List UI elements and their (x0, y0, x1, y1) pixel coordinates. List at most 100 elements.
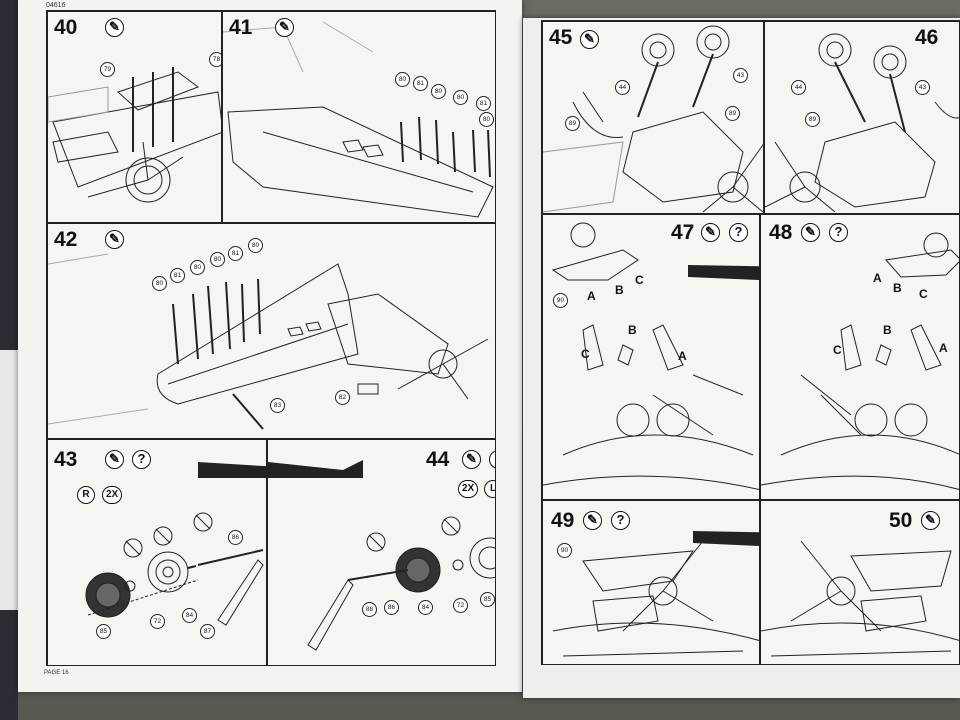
part-number: 44 (791, 80, 806, 95)
part-number: 78 (209, 52, 221, 67)
part-number: 83 (270, 398, 285, 413)
step-number: 42 (54, 228, 78, 251)
part-number: 86 (228, 530, 243, 545)
step-number: 40 (54, 16, 78, 39)
right-side-badge: R (77, 486, 95, 504)
part-number: 89 (805, 112, 820, 127)
step-50-panel: 50 ✎ (760, 500, 960, 665)
assembly-letter: C (919, 287, 928, 301)
step-46-drawing (765, 33, 959, 213)
part-number: 72 (453, 598, 468, 613)
step-40-panel: 40 ✎ 79 78 (47, 11, 222, 223)
step-42-drawing (48, 253, 489, 430)
glue-icon: ✎ (462, 450, 481, 469)
step-number: 50 (889, 509, 913, 532)
step-number: 47 (671, 221, 695, 244)
step-number: 49 (551, 509, 575, 532)
page-number: PAGE 16 (44, 670, 69, 676)
assembly-letter: C (635, 273, 644, 287)
glue-icon: ✎ (701, 223, 720, 242)
part-number: 80 (479, 112, 494, 127)
step-46-panel: 46 44 43 89 (764, 21, 960, 214)
glue-icon: ✎ (583, 511, 602, 530)
question-icon: ? (611, 511, 630, 530)
step-47-drawing (543, 222, 759, 491)
part-number: 80 (395, 72, 410, 87)
step-47-panel: 47 ✎ ? 90 A B C C B A (542, 214, 760, 500)
step-number: 43 (54, 448, 78, 471)
part-number: 72 (150, 614, 165, 629)
part-number: 80 (248, 238, 263, 253)
step-44-panel: 44 ✎ ? 2X L 88 86 84 72 85 (267, 439, 496, 666)
assembly-letter: C (833, 343, 842, 357)
assembly-letter: B (628, 323, 637, 337)
assembly-letter: A (587, 289, 596, 303)
part-number: 85 (480, 592, 495, 607)
part-number: 89 (725, 106, 740, 121)
step-40-drawing (48, 67, 221, 203)
glue-icon: ✎ (921, 511, 940, 530)
part-number: 82 (335, 390, 350, 405)
part-number: 85 (96, 624, 111, 639)
step-48-panel: 48 ✎ ? A B C C B A (760, 214, 960, 500)
left-side-badge: L (484, 480, 495, 498)
assembly-letter: B (893, 281, 902, 295)
glue-icon: ✎ (105, 450, 124, 469)
question-icon: ? (729, 223, 748, 242)
step-42-panel: 42 ✎ 80 81 80 80 81 80 82 83 (47, 223, 496, 439)
part-number: 44 (615, 80, 630, 95)
instruction-page-left: 04616 PAGE 16 40 ✎ 79 78 (18, 0, 522, 692)
step-43-drawing (85, 462, 266, 626)
part-number: 43 (733, 68, 748, 83)
part-number: 81 (476, 96, 491, 111)
assembly-letter: B (883, 323, 892, 337)
step-number: 45 (549, 26, 573, 49)
background-document (0, 350, 18, 610)
part-number: 89 (565, 116, 580, 131)
part-number: 88 (362, 602, 377, 617)
step-45-panel: 45 ✎ 44 43 89 89 (542, 21, 764, 214)
part-number: 84 (418, 600, 433, 615)
part-number: 87 (200, 624, 215, 639)
assembly-letter: C (581, 347, 590, 361)
step-50-drawing (761, 540, 959, 657)
quantity-badge: 2X (458, 480, 479, 498)
step-49-panel: 49 ✎ ? 90 (542, 500, 760, 665)
assembly-letter: A (939, 341, 948, 355)
step-41-panel: 41 ✎ 80 81 80 80 81 80 (222, 11, 496, 223)
glue-icon: ✎ (105, 230, 124, 249)
step-number: 44 (426, 448, 450, 471)
part-number: 86 (384, 600, 399, 615)
step-number: 41 (229, 16, 253, 39)
assembly-letter: A (873, 271, 882, 285)
question-icon: ? (132, 450, 151, 469)
step-44-drawing (268, 460, 495, 651)
part-number: 80 (431, 84, 446, 99)
part-number: 43 (915, 80, 930, 95)
question-icon: ? (829, 223, 848, 242)
kit-code: 04616 (46, 2, 66, 9)
part-number: 79 (100, 62, 115, 77)
glue-icon: ✎ (105, 18, 124, 37)
step-number: 48 (769, 221, 793, 244)
part-number: 81 (170, 268, 185, 283)
assembly-letter: B (615, 283, 624, 297)
part-number: 80 (210, 252, 225, 267)
glue-icon: ✎ (801, 223, 820, 242)
glue-icon: ✎ (275, 18, 294, 37)
part-number: 80 (152, 276, 167, 291)
part-number: 90 (557, 543, 572, 558)
step-49-drawing (552, 531, 759, 657)
part-number: 90 (553, 293, 568, 308)
instruction-page-right: 45 ✎ 44 43 89 89 46 44 43 89 (523, 18, 960, 698)
step-45-drawing (543, 25, 763, 213)
quantity-badge: 2X (102, 486, 123, 504)
step-number: 46 (915, 26, 939, 49)
part-number: 84 (182, 608, 197, 623)
step-41-drawing (223, 21, 494, 218)
glue-icon: ✎ (580, 30, 599, 49)
part-number: 80 (190, 260, 205, 275)
assembly-letter: A (678, 349, 687, 363)
step-43-panel: 43 ✎ ? R 2X 86 85 72 84 87 (47, 439, 267, 666)
step-48-drawing (761, 232, 959, 490)
